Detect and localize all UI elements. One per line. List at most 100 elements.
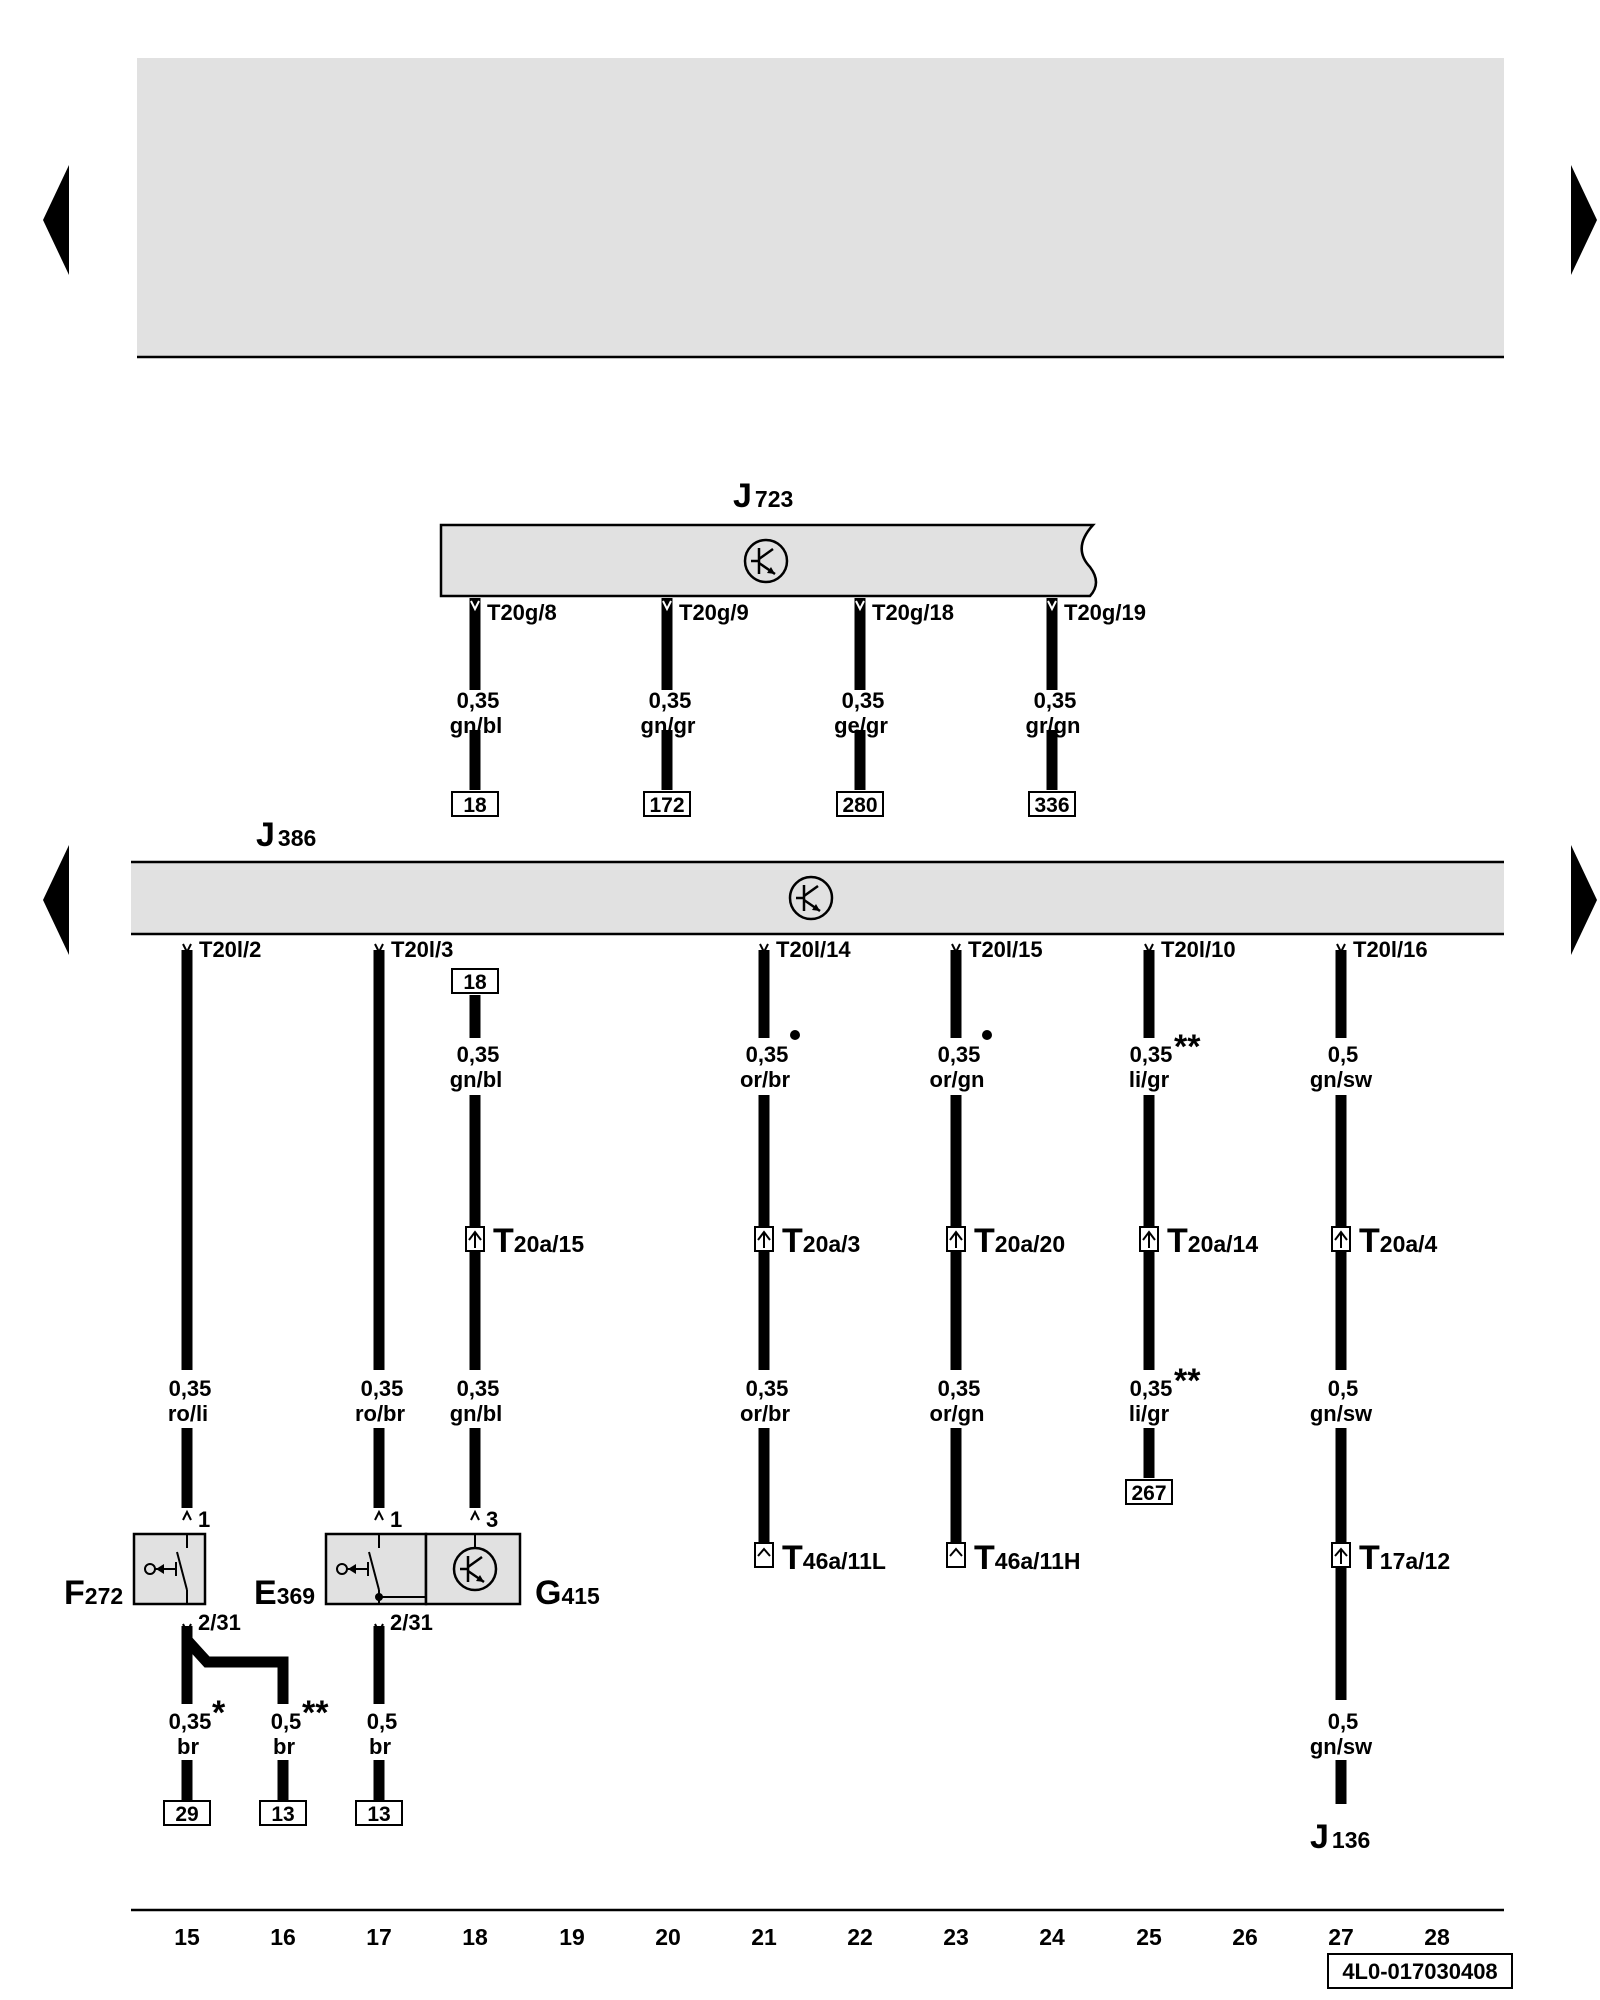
wire-25-mid-color: li/gr xyxy=(1129,1401,1170,1426)
prev-page-arrow-bottom[interactable] xyxy=(43,845,69,955)
wire-25-top-color: li/gr xyxy=(1129,1067,1170,1092)
svg-text:172: 172 xyxy=(649,794,684,817)
j386-pin-15: T20l/2 xyxy=(199,937,261,962)
j723-wire-1: T20g/8 0,35 gn/bl 18 xyxy=(450,598,557,817)
wire-25-top-size: 0,35 xyxy=(1130,1042,1173,1067)
wire-21-mid-color: or/br xyxy=(740,1401,791,1426)
svg-text:28: 28 xyxy=(1424,1924,1450,1950)
wire-27-top-color: gn/sw xyxy=(1310,1067,1373,1092)
ref-29: 29 xyxy=(175,1803,198,1826)
connector-t20a-4: T20a/4 xyxy=(1359,1222,1438,1260)
connector-t20a-14: T20a/14 xyxy=(1167,1222,1258,1260)
double-star-mark: ** xyxy=(1174,1028,1201,1066)
wire-27-mid-size: 0,5 xyxy=(1328,1376,1359,1401)
svg-text:336: 336 xyxy=(1034,794,1069,817)
dot-mark xyxy=(982,1030,992,1040)
svg-text:T20g/19: T20g/19 xyxy=(1064,600,1146,625)
f272-label: F272 xyxy=(64,1574,123,1612)
wire-segments xyxy=(181,950,1347,1804)
electronic-unit-icon xyxy=(788,875,834,921)
wire-21-top-size: 0,35 xyxy=(746,1042,789,1067)
svg-text:25: 25 xyxy=(1136,1924,1162,1950)
next-page-arrow-top[interactable] xyxy=(1571,165,1597,275)
wire-17-mid-color: ro/br xyxy=(355,1401,406,1426)
wire-15-mid-size: 0,35 xyxy=(169,1376,212,1401)
g415-label: G415 xyxy=(535,1574,600,1612)
svg-text:27: 27 xyxy=(1328,1924,1354,1950)
svg-text:21: 21 xyxy=(751,1924,777,1950)
svg-text:0,35: 0,35 xyxy=(1034,688,1077,713)
svg-text:18: 18 xyxy=(462,1924,488,1950)
svg-text:24: 24 xyxy=(1039,1924,1065,1950)
single-star-mark: * xyxy=(212,1694,226,1732)
connector-t46a-11h: T46a/11H xyxy=(974,1539,1080,1577)
g415-sensor xyxy=(424,1532,522,1606)
terminal-arrows xyxy=(182,1509,480,1635)
doc-id: 4L0-017030408 xyxy=(1342,1959,1497,1984)
svg-text:0,35: 0,35 xyxy=(457,688,500,713)
wire-27-bot-size: 0,5 xyxy=(1328,1709,1359,1734)
f272-terminal-2-31: 2/31 xyxy=(198,1610,241,1635)
svg-text:22: 22 xyxy=(847,1924,873,1950)
connector-t20a-3: T20a/3 xyxy=(782,1222,860,1260)
ref-13-a: 13 xyxy=(271,1803,294,1826)
ref-13-b: 13 xyxy=(367,1803,390,1826)
doc-id-box xyxy=(1327,1953,1513,1989)
connector-t46a-11l: T46a/11L xyxy=(782,1539,886,1577)
svg-text:0,35: 0,35 xyxy=(649,688,692,713)
e369-terminal-1: 1 xyxy=(390,1507,402,1532)
wire-16-bot-color: br xyxy=(273,1734,295,1759)
svg-text:gn/bl: gn/bl xyxy=(450,713,503,738)
svg-text:15: 15 xyxy=(174,1924,200,1950)
wire-27-top-size: 0,5 xyxy=(1328,1042,1359,1067)
j723-wire-2: T20g/9 0,35 gn/gr 172 xyxy=(641,598,749,817)
svg-text:gn/gr: gn/gr xyxy=(641,713,696,738)
e369-switch xyxy=(324,1532,428,1606)
double-star-mark: ** xyxy=(302,1694,329,1732)
j723-wire-4: T20g/19 0,35 gr/gn 336 xyxy=(1026,598,1146,817)
wire-17-bot-color: br xyxy=(369,1734,391,1759)
prev-page-arrow-top[interactable] xyxy=(43,165,69,275)
svg-text:T20g/18: T20g/18 xyxy=(872,600,954,625)
electronic-unit-icon xyxy=(743,538,789,584)
svg-text:19: 19 xyxy=(559,1924,585,1950)
wire-23-top-size: 0,35 xyxy=(938,1042,981,1067)
wire-18-top-size: 0,35 xyxy=(457,1042,500,1067)
wire-27-bot-color: gn/sw xyxy=(1310,1734,1373,1759)
j723-box xyxy=(439,523,1098,598)
j386-pin-23: T20l/15 xyxy=(968,937,1043,962)
wire-17-bot-size: 0,5 xyxy=(367,1709,398,1734)
svg-text:23: 23 xyxy=(943,1924,969,1950)
header-area xyxy=(137,58,1504,357)
wire-23-top-color: or/gn xyxy=(930,1067,985,1092)
wire-21-top-color: or/br xyxy=(740,1067,791,1092)
connector-icons xyxy=(465,1226,1351,1568)
wire-15-bot-size: 0,35 xyxy=(169,1709,212,1734)
wire-18-mid-size: 0,35 xyxy=(457,1376,500,1401)
f272-terminal-1: 1 xyxy=(198,1507,210,1532)
electronic-unit-icon xyxy=(452,1546,498,1592)
connector-t17a-12: T17a/12 xyxy=(1359,1539,1450,1577)
svg-text:T20g/9: T20g/9 xyxy=(679,600,749,625)
wire-15-bot-color: br xyxy=(177,1734,199,1759)
wire-23-mid-color: or/gn xyxy=(930,1401,985,1426)
e369-terminal-2-31: 2/31 xyxy=(390,1610,433,1635)
f272-switch xyxy=(132,1532,207,1606)
wire-18-top-color: gn/bl xyxy=(450,1067,503,1092)
svg-text:280: 280 xyxy=(842,794,877,817)
wire-17-mid-size: 0,35 xyxy=(361,1376,404,1401)
j386-pin-27: T20l/16 xyxy=(1353,937,1428,962)
wire-27-mid-color: gn/sw xyxy=(1310,1401,1373,1426)
wire-21-mid-size: 0,35 xyxy=(746,1376,789,1401)
next-page-arrow-bottom[interactable] xyxy=(1571,845,1597,955)
j386-box xyxy=(131,862,1504,934)
g415-terminal-3: 3 xyxy=(486,1507,498,1532)
svg-text:17: 17 xyxy=(366,1924,392,1950)
connector-t20a-20: T20a/20 xyxy=(974,1222,1065,1260)
svg-text:16: 16 xyxy=(270,1924,296,1950)
double-star-mark: ** xyxy=(1174,1362,1201,1400)
